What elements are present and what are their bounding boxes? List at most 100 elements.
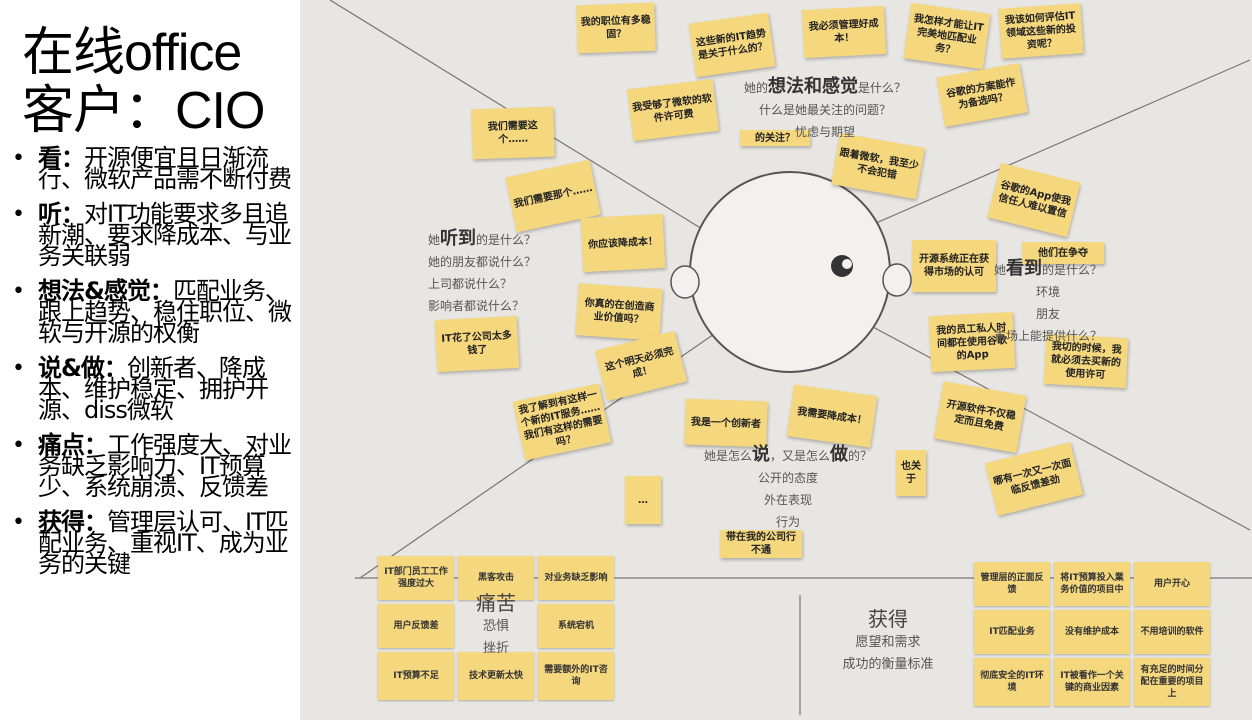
sticky-note: 他们在争夺 [1022, 242, 1104, 264]
prompt-text: ，又是怎么 [769, 449, 830, 463]
prompt-text: 的？ [848, 449, 873, 463]
gain-prompt: 获得 愿望和需求 成功的衡量标准 [818, 606, 958, 676]
bullet-dot: • [12, 146, 25, 171]
sticky-note: 我是一个创新者 [684, 398, 768, 448]
prompt-text: 上司都说什么？ [428, 277, 513, 291]
sticky-note: 开源系统正在获得市场的认可 [912, 240, 996, 292]
sticky-note: 我必须管理好成本！ [801, 5, 887, 59]
hear-prompt: 她听到的是什么？ 她的朋友都说什么？ 上司都说什么？ 影响者都说什么？ [428, 228, 568, 317]
prompt-text: 是什么？ [858, 81, 907, 95]
bullet-text: 管理层认可、IT匹配业务、重视IT、成为业务的关键 [38, 508, 289, 578]
bullet-dot: • [12, 356, 25, 381]
prompt-text: 的是什么？ [476, 233, 537, 247]
pain-note: 用户反馈差 [378, 604, 454, 648]
sticky-note: 我怎样才能让IT完美地匹配业务？ [903, 2, 991, 70]
prompt-heading: 说 [751, 444, 770, 465]
bullet-label: 说&做： [38, 354, 128, 382]
gain-note: IT匹配业务 [974, 610, 1050, 654]
prompt-heading: 想法和感觉 [768, 76, 858, 97]
bullet-list: • 看：开源便宜且日渐流行、微软产品需不断付费 • 听：对IT功能要求多且追新潮、要… [10, 146, 302, 589]
bullet-text: 匹配业务、跟上趋势、稳住职位、微软与开源的权衡 [38, 277, 292, 347]
bullet-item-think: • 想法&感觉：匹配业务、跟上趋势、稳住职位、微软与开源的权衡 [10, 279, 302, 345]
gain-note: IT被看作一个关键的商业因素 [1054, 658, 1130, 706]
prompt-text: 公开的态度 [757, 471, 818, 485]
slide-text-panel: 在线office 客户：CIO • 看：开源便宜且日渐流行、微软产品需不断付费 •… [0, 0, 300, 720]
pain-note: 对业务缺乏影响 [538, 556, 614, 600]
bullet-item-hear: • 听：对IT功能要求多且追新潮、要求降成本、与业务关联弱 [10, 202, 302, 268]
sticky-note: … [625, 476, 661, 524]
sticky-note: 带在我的公司行不通 [720, 530, 802, 558]
gain-note: 有充足的时间分配在重要的项目上 [1134, 658, 1210, 706]
prompt-text: 挫折 [482, 641, 509, 656]
pain-note: 需要额外的IT咨询 [538, 652, 614, 700]
prompt-text: 她 [993, 263, 1006, 277]
bullet-text: 对IT功能要求多且追新潮、要求降成本、与业务关联弱 [38, 200, 292, 270]
bullet-label: 想法&感觉： [38, 277, 174, 305]
bullet-label: 痛点： [38, 431, 108, 459]
think-feel-prompt: 她的想法和感觉是什么？ 什么是她最关注的问题？ 忧虑与期望 [705, 76, 945, 143]
slide-title: 在线office 客户：CIO [22, 24, 265, 140]
bullet-item-say-do: • 说&做：创新者、降成本、维护稳定、拥护开源、diss微软 [10, 356, 302, 422]
prompt-text: 什么是她最关注的问题？ [758, 103, 891, 117]
empathy-map-lines [329, 0, 1252, 715]
prompt-heading: 看到 [1006, 258, 1042, 279]
prompt-text: 她 [428, 233, 441, 247]
sticky-note: 我们需要这个…… [471, 106, 555, 160]
sticky-note: 的关注？ [740, 130, 810, 146]
sticky-note: 我的职位有多稳固？ [576, 2, 656, 54]
prompt-text: 她的 [743, 81, 768, 95]
pain-note: 技术更新太快 [458, 652, 534, 700]
prompt-heading: 做 [830, 444, 848, 465]
pain-note: IT部门员工工作强度过大 [378, 556, 454, 600]
bullet-label: 听： [38, 200, 85, 228]
gain-note: 管理层的正面反馈 [974, 562, 1050, 606]
bullet-text: 工作强度大、对业务缺乏影响力、IT预算少、系统崩溃、反馈差 [38, 431, 292, 501]
ear-right [882, 263, 912, 297]
bullet-dot: • [12, 510, 25, 535]
sticky-note: 你应该降成本！ [580, 213, 666, 273]
prompt-heading: 痛苦 [476, 591, 516, 615]
prompt-text: 朋友 [1035, 307, 1060, 321]
gain-note: 没有维护成本 [1054, 610, 1130, 654]
prompt-text: 她是怎么 [703, 449, 752, 463]
prompt-text: 的是什么？ [1042, 263, 1103, 277]
empathy-map-photo: 我的职位有多稳固？ 这些新的IT趋势是关于什么的？ 我必须管理好成本！ 我怎样才… [300, 0, 1252, 720]
prompt-text: 愿望和需求 [855, 635, 921, 650]
prompt-heading: 听到 [440, 228, 477, 249]
prompt-text: 忧虑与期望 [794, 125, 855, 139]
gain-note: 用户开心 [1134, 562, 1210, 606]
prompt-text: 成功的衡量标准 [842, 657, 934, 672]
bullet-dot: • [12, 279, 25, 304]
prompt-text: 她的朋友都说什么？ [428, 255, 537, 269]
prompt-text: 外在表现 [763, 493, 812, 507]
sticky-note: IT花了公司太多钱了 [434, 315, 520, 373]
bullet-item-pain: • 痛点：工作强度大、对业务缺乏影响力、IT预算少、系统崩溃、反馈差 [10, 433, 302, 499]
bullet-text: 开源便宜且日渐流行、微软产品需不断付费 [38, 144, 292, 193]
prompt-text: 影响者都说什么？ [428, 299, 525, 313]
bullet-dot: • [12, 202, 25, 227]
sticky-note: 我该如何评估IT领域这些新的投资呢？ [998, 3, 1084, 59]
gain-note: 不用培训的软件 [1134, 610, 1210, 654]
title-line-1: 在线office [22, 24, 242, 82]
prompt-text: 行为 [775, 515, 800, 529]
prompt-heading: 获得 [868, 607, 908, 631]
bullet-item-see: • 看：开源便宜且日渐流行、微软产品需不断付费 [10, 146, 302, 191]
pain-prompt: 痛苦 恐惧 挫折 [458, 590, 534, 660]
title-line-2: 客户：CIO [22, 82, 265, 140]
pain-note: 系统宕机 [538, 604, 614, 648]
gain-note: 将IT预算投入業务价值的项目中 [1054, 562, 1130, 606]
pain-note: 黑客攻击 [458, 556, 534, 600]
bullet-label: 获得： [38, 508, 108, 536]
bullet-dot: • [12, 433, 25, 458]
bullet-label: 看： [38, 144, 85, 172]
bullet-item-gain: • 获得：管理层认可、IT匹配业务、重视IT、成为业务的关键 [10, 510, 302, 576]
prompt-text: 市场上能提供什么？ [993, 329, 1102, 343]
sticky-note: 也关于 [896, 450, 926, 496]
pain-note: IT预算不足 [378, 652, 454, 700]
bullet-text: 创新者、降成本、维护稳定、拥护开源、diss微软 [38, 354, 269, 424]
head-circle [689, 171, 891, 373]
prompt-text: 环境 [1035, 285, 1060, 299]
say-do-prompt: 她是怎么说，又是怎么做的？ 公开的态度 外在表现 行为 [668, 444, 908, 533]
gain-note: 彻底安全的IT环境 [974, 658, 1050, 706]
see-prompt: 她看到的是什么？ 环境 朋友 市场上能提供什么？ [968, 258, 1128, 347]
